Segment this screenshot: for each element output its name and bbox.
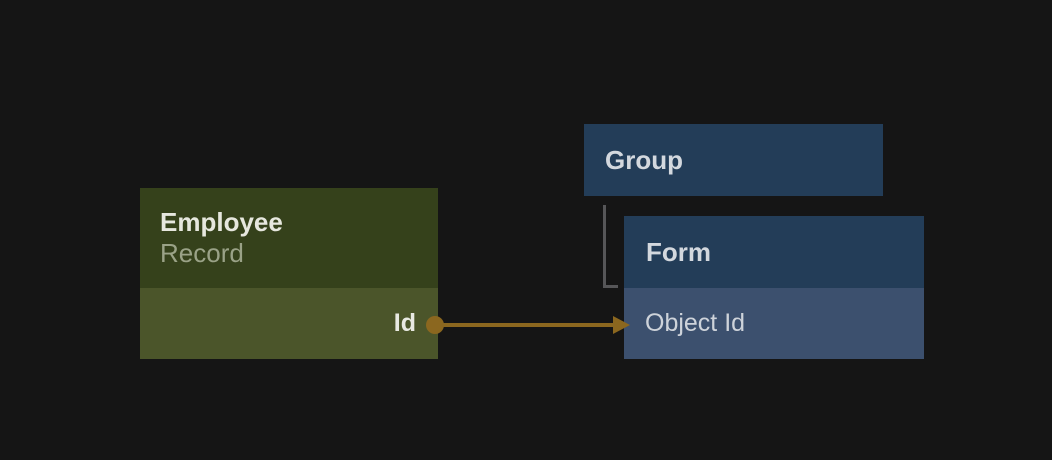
- node-group-header[interactable]: Group: [584, 124, 883, 196]
- node-group[interactable]: Group: [584, 124, 883, 196]
- hierarchy-connector-line[interactable]: [603, 205, 618, 288]
- node-form-title: Form: [646, 236, 711, 267]
- node-group-title: Group: [605, 144, 683, 175]
- field-object-id-label: Object Id: [645, 309, 746, 337]
- relation-port-dot[interactable]: [426, 316, 444, 334]
- node-employee-subtitle: Record: [160, 238, 244, 268]
- node-employee-title: Employee: [160, 207, 283, 237]
- field-id-label: Id: [393, 309, 416, 337]
- field-id[interactable]: Id: [140, 288, 438, 359]
- relation-arrowhead-icon: [613, 316, 630, 334]
- node-form-header[interactable]: Form: [624, 216, 924, 288]
- relation-edge-line[interactable]: [437, 323, 616, 327]
- node-employee-header[interactable]: Employee Record: [140, 188, 438, 288]
- field-object-id[interactable]: Object Id: [624, 288, 924, 359]
- node-form[interactable]: Form Object Id: [624, 216, 924, 359]
- node-employee-record[interactable]: Employee Record Id: [140, 188, 438, 359]
